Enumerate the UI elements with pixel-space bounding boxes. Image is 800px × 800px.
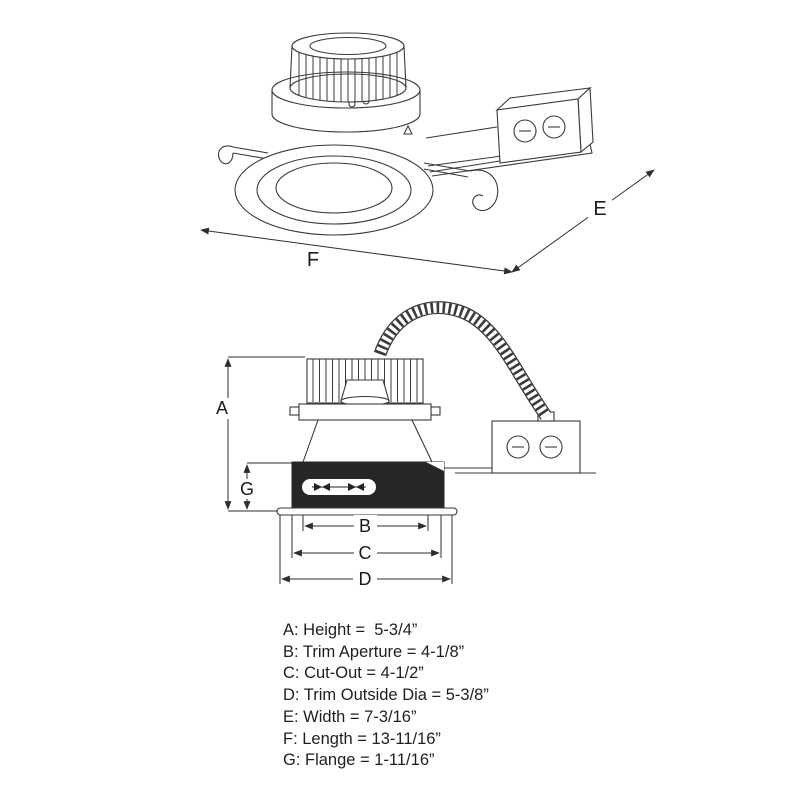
isometric-view: F E (200, 32, 655, 275)
butterfly-clip (348, 483, 364, 491)
dimension-line-g: G (236, 462, 292, 510)
dimension-line-c: C (291, 515, 442, 563)
dim-label-f: F (307, 249, 319, 271)
mounting-plate-side (289, 403, 441, 421)
flange-housing (291, 461, 492, 509)
legend-line-e: E: Width = 7-3/16” (283, 707, 417, 726)
heatsink-side (306, 358, 424, 407)
dimension-line-f: F (200, 227, 513, 275)
butterfly-clip (314, 483, 330, 491)
junction-box-side (455, 411, 596, 474)
legend-line-b: B: Trim Aperture = 4-1/8” (283, 642, 465, 661)
trim-flange (276, 507, 458, 516)
legend-line-g: G: Flange = 1-11/16” (283, 751, 435, 770)
dim-label-g: G (240, 479, 254, 499)
dim-label-e: E (593, 198, 606, 220)
dimension-legend: A: Height = 5-3/4” B: Trim Aperture = 4-… (283, 620, 489, 772)
dim-label-b: B (359, 516, 371, 536)
dim-label-d: D (359, 569, 372, 589)
dim-label-a: A (216, 398, 228, 418)
legend-line-c: C: Cut-Out = 4-1/2” (283, 664, 424, 683)
flex-conduit (373, 301, 552, 420)
trim-ring-iso (234, 144, 434, 236)
hanger-bars (217, 145, 499, 212)
technical-diagram: F E (200, 32, 655, 589)
legend-line-d: D: Trim Outside Dia = 5-3/8” (283, 686, 489, 705)
side-view: A G B C D (212, 301, 596, 589)
dimension-line-b: B (302, 515, 429, 536)
legend-line-f: F: Length = 13-11/16” (283, 729, 441, 748)
legend-line-a: A: Height = 5-3/4” (283, 621, 418, 639)
reflector-cone (302, 419, 433, 463)
dimension-line-d: D (279, 515, 453, 589)
dim-label-c: C (359, 543, 372, 563)
junction-box-iso (495, 86, 594, 164)
heatsink-iso (289, 32, 407, 103)
dimension-line-a: A (212, 356, 305, 512)
dimension-line-e: E (511, 169, 655, 273)
